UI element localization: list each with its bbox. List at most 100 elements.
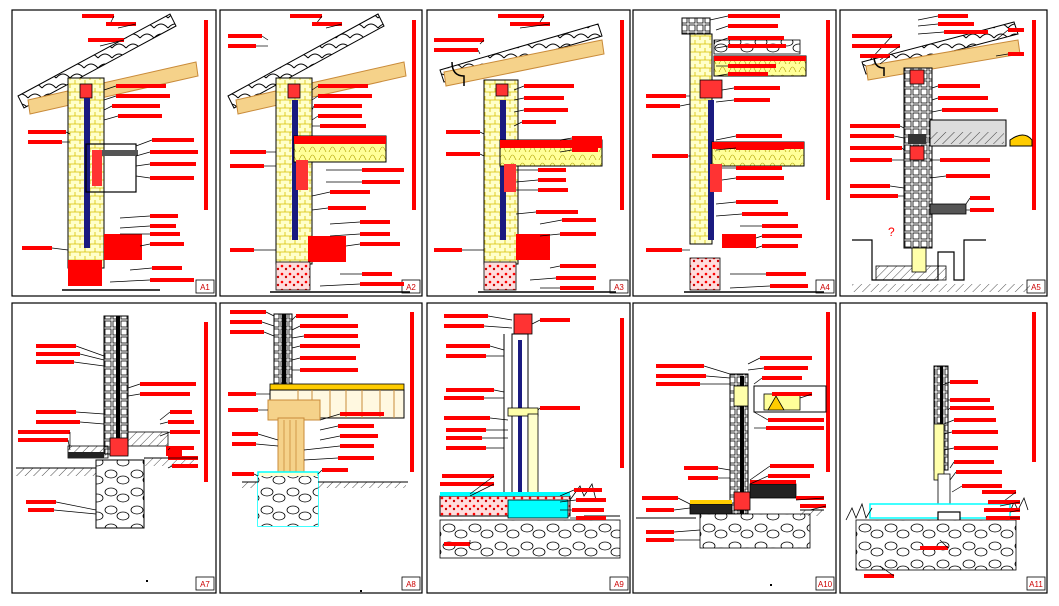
dot-mark: [146, 580, 148, 582]
annotation-label: [572, 508, 604, 512]
annotation-label: [656, 374, 706, 378]
top-beam: [733, 385, 749, 407]
window-frame: [933, 423, 945, 481]
annotation-label: [988, 500, 1020, 504]
head-beam: [513, 313, 533, 335]
annotation-label: [228, 44, 256, 48]
annotation-label: [300, 324, 358, 328]
annotation-label: [140, 392, 190, 396]
leader-line: [753, 411, 769, 421]
parapet-beam: [699, 79, 723, 99]
footing: [68, 260, 102, 286]
leader-line: [261, 321, 275, 327]
leader-line: [715, 135, 737, 141]
leader-line: [893, 135, 905, 139]
leader-line: [949, 461, 955, 469]
annotation-label: [920, 546, 948, 550]
leader-line: [483, 325, 513, 329]
leader-line: [487, 315, 513, 321]
floor-deck: [269, 383, 405, 391]
annotation-label: [300, 356, 356, 360]
annotation-label: [228, 392, 256, 396]
ring-beam: [109, 437, 129, 457]
annotation-label: [538, 178, 566, 182]
leader-line: [715, 147, 737, 151]
panel-label-box: [195, 576, 215, 591]
leader-line: [715, 99, 735, 103]
leader-line: [67, 439, 71, 451]
leader-line: [55, 501, 97, 511]
annotation-label: [946, 174, 990, 178]
annotation-label: [850, 184, 890, 188]
leader-line: [799, 393, 813, 399]
annotation-label: [656, 364, 704, 368]
annotation-label: [850, 124, 900, 128]
stone-base: [855, 519, 1017, 571]
leader-line: [515, 211, 537, 215]
title-strip: [1032, 312, 1036, 462]
lintel-block: [287, 83, 301, 99]
leader-line: [65, 131, 71, 135]
annotation-label: [168, 420, 194, 424]
annotation-label: [150, 150, 198, 154]
title-strip: [204, 322, 208, 482]
annotation-label: [330, 190, 370, 194]
leader-line: [127, 393, 141, 397]
leader-line: [261, 35, 269, 41]
annotation-label: [762, 244, 798, 248]
annotation-label: [852, 44, 900, 48]
leader-line: [749, 475, 769, 485]
leader-line: [291, 335, 305, 339]
annotation-label: [950, 398, 990, 402]
annotation-label: [230, 320, 262, 324]
leader-line: [79, 421, 105, 425]
leader-line: [559, 499, 577, 503]
leader-line: [319, 425, 339, 431]
title-strip: [204, 20, 208, 210]
annotation-label: [36, 352, 80, 356]
annotation-label: [728, 72, 768, 76]
annotation-label: [954, 446, 998, 450]
annotation-label: [524, 84, 574, 88]
leader-line: [489, 345, 505, 351]
leader-line: [479, 131, 485, 135]
annotation-label: [938, 22, 974, 26]
leader-line: [901, 147, 905, 151]
leader-line: [513, 121, 523, 127]
leader-line: [529, 277, 557, 281]
leader-line: [513, 97, 525, 101]
annotation-label: [850, 158, 892, 162]
annotation-label: [540, 406, 580, 410]
annotation-label: [152, 138, 194, 142]
annotation-label: [362, 180, 400, 184]
annotation-label: [852, 34, 892, 38]
step-finish: [690, 500, 732, 504]
leader-line: [947, 407, 951, 411]
annotation-label: [150, 232, 180, 236]
annotation-label: [360, 282, 404, 286]
leader-line: [917, 23, 939, 27]
annotation-label: [446, 130, 480, 134]
leader-line: [679, 103, 691, 107]
annotation-label: [446, 446, 486, 450]
annotation-label: [864, 574, 894, 578]
paving-base: [68, 452, 104, 458]
panel-label: A7: [200, 580, 210, 589]
annotation-label: [362, 272, 392, 276]
leader-line: [939, 381, 951, 387]
slab-bearing: [908, 134, 926, 144]
leader-line: [127, 383, 141, 389]
leader-line: [159, 421, 169, 425]
roof-membrane: [714, 56, 806, 61]
foundation-red: [308, 236, 346, 262]
annotation-label: [646, 94, 686, 98]
leader-line: [319, 435, 341, 441]
leader-line: [673, 507, 691, 511]
leader-line: [291, 357, 301, 361]
annotation-label: [446, 354, 486, 358]
annotation-label: [770, 284, 808, 288]
gravel-footing: [275, 261, 311, 291]
leader-line: [747, 367, 765, 371]
annotation-label: [328, 206, 366, 210]
foundation-trench: [852, 239, 986, 281]
